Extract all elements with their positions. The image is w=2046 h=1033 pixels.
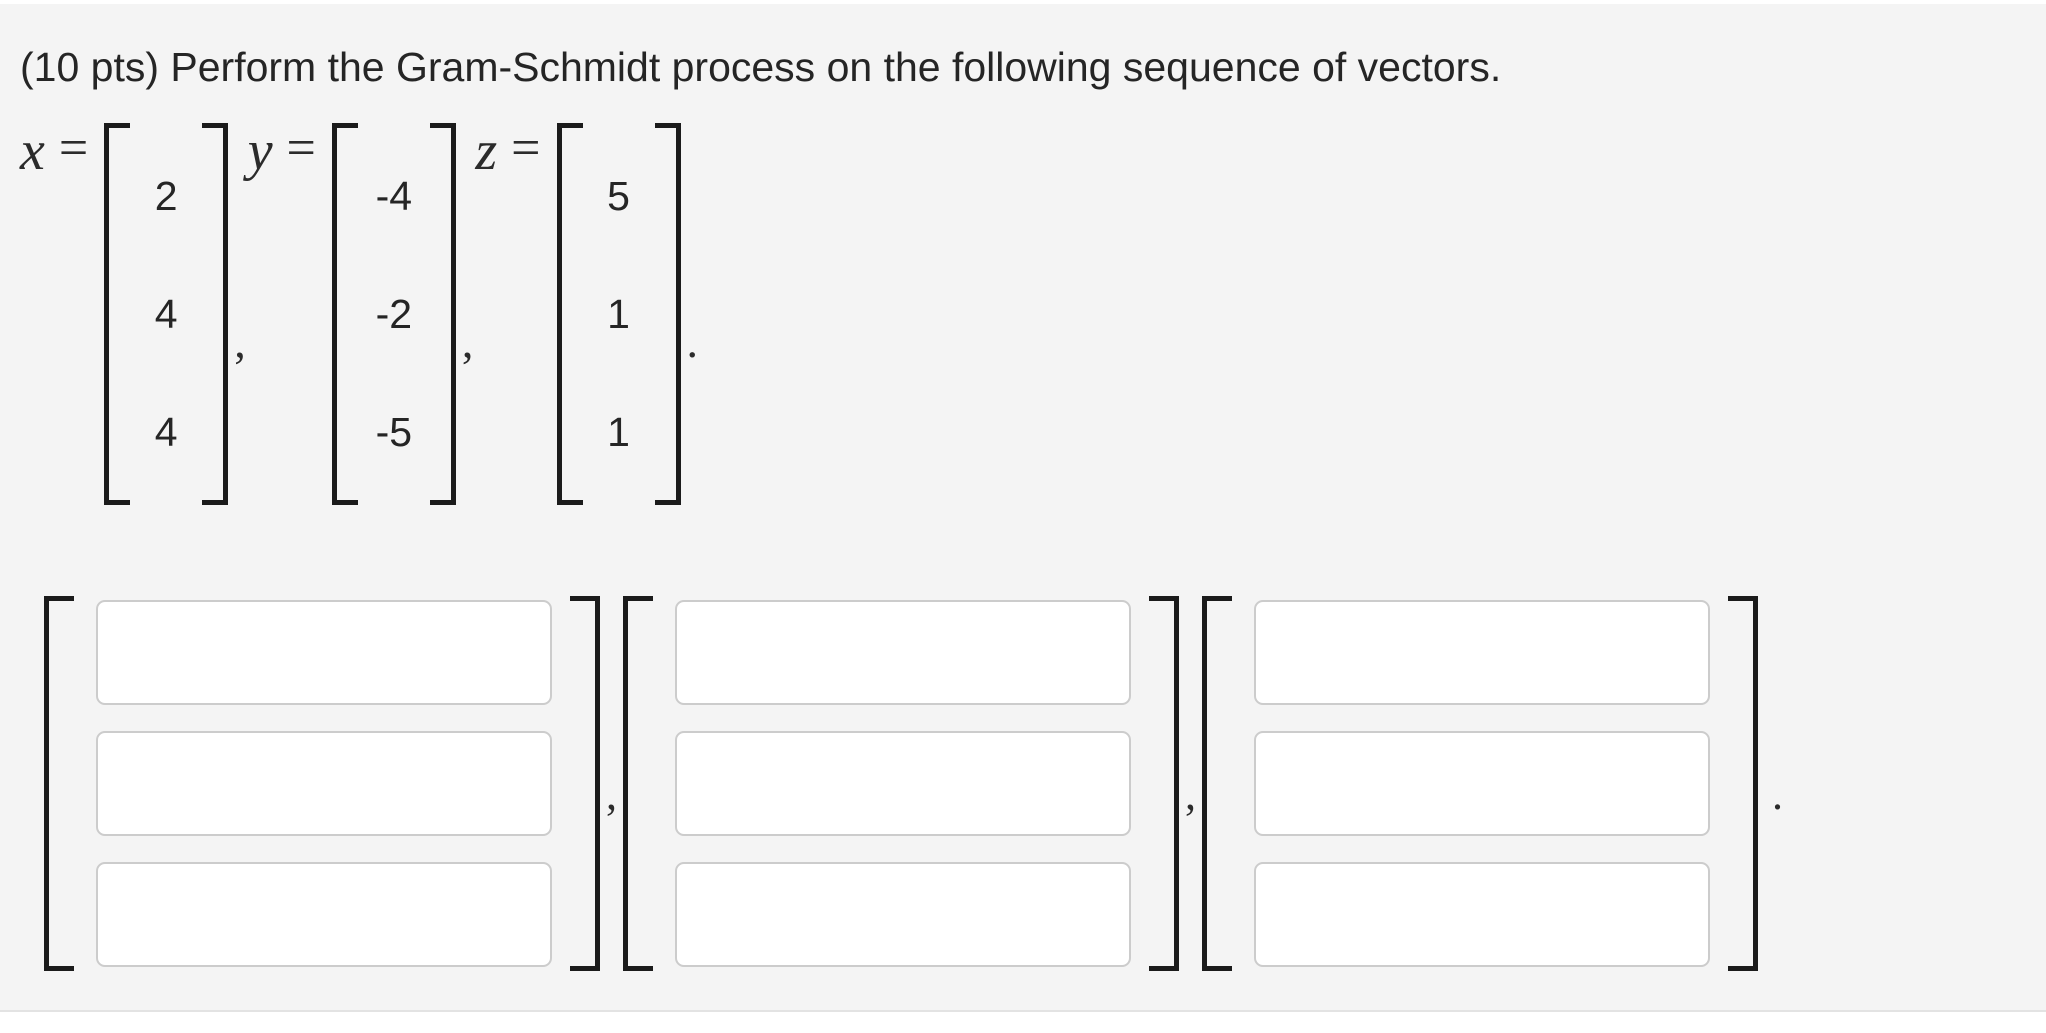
answer-input-2-2[interactable]: [675, 731, 1131, 836]
bracket-right-z: [654, 123, 681, 505]
answer-bracket-right-3: [1728, 596, 1758, 971]
answer-input-2-3[interactable]: [675, 862, 1131, 967]
answer-fields-2: [653, 596, 1149, 971]
vector-entry: 4: [154, 408, 178, 455]
answer-vectors-row: , , .: [44, 596, 1783, 971]
answer-vector-3: [1202, 596, 1758, 971]
vector-entry: 4: [154, 290, 178, 337]
answer-separator-3: .: [1772, 770, 1783, 819]
answer-input-1-3[interactable]: [96, 862, 552, 967]
vector-entry: -5: [375, 408, 413, 455]
vector-entry: 5: [607, 172, 630, 219]
bracket-right-x: [202, 123, 229, 505]
vector-entries-x: 2 4 4: [130, 123, 202, 505]
bracket-left-y: [331, 123, 358, 505]
answer-fields-3: [1232, 596, 1728, 971]
answer-input-3-2[interactable]: [1254, 731, 1710, 836]
equals-sign-y: =: [286, 120, 316, 177]
vector-entry: 1: [607, 290, 630, 337]
vector-entry: -2: [375, 290, 413, 337]
vector-entries-y: -4 -2 -5: [358, 123, 430, 505]
vector-entry: -4: [375, 172, 413, 219]
vector-label-z: z: [475, 120, 498, 182]
answer-bracket-right-2: [1149, 596, 1179, 971]
bracket-left-x: [104, 123, 131, 505]
vector-label-y: y: [247, 120, 273, 182]
bracket-right-y: [429, 123, 456, 505]
separator-after-x: ,: [234, 316, 246, 367]
equals-sign-x: =: [58, 120, 89, 177]
question-prompt: (10 pts) Perform the Gram-Schmidt proces…: [20, 44, 1502, 90]
answer-bracket-left-2: [623, 596, 653, 971]
vector-entry: 1: [607, 408, 630, 455]
answer-bracket-left-1: [44, 596, 74, 971]
answer-bracket-right-1: [570, 596, 600, 971]
vector-label-x: x: [20, 120, 45, 182]
separator-after-y: ,: [461, 316, 474, 367]
answer-separator-2: ,: [1185, 770, 1196, 819]
given-vector-z: z = 5 1 1: [475, 120, 681, 505]
answer-input-3-1[interactable]: [1254, 600, 1710, 705]
answer-input-1-2[interactable]: [96, 731, 552, 836]
answer-input-2-1[interactable]: [675, 600, 1131, 705]
equals-sign-z: =: [511, 120, 541, 177]
question-panel: (10 pts) Perform the Gram-Schmidt proces…: [0, 4, 2046, 1012]
answer-vector-2: [623, 596, 1179, 971]
vector-entries-z: 5 1 1: [583, 123, 655, 505]
given-vector-y: y = -4 -2 -5: [248, 123, 456, 505]
answer-vector-1: [44, 596, 600, 971]
answer-input-3-3[interactable]: [1254, 862, 1710, 967]
given-vectors-row: x = 2 4 4 , y = -4 -2 -5: [20, 114, 698, 514]
vector-entry: 2: [154, 172, 178, 219]
given-vector-x: x = 2 4 4: [20, 120, 229, 505]
bracket-left-z: [556, 123, 583, 505]
period-after-z: .: [686, 316, 699, 367]
answer-bracket-left-3: [1202, 596, 1232, 971]
answer-separator-1: ,: [606, 770, 617, 819]
answer-fields-1: [74, 596, 570, 971]
answer-input-1-1[interactable]: [96, 600, 552, 705]
